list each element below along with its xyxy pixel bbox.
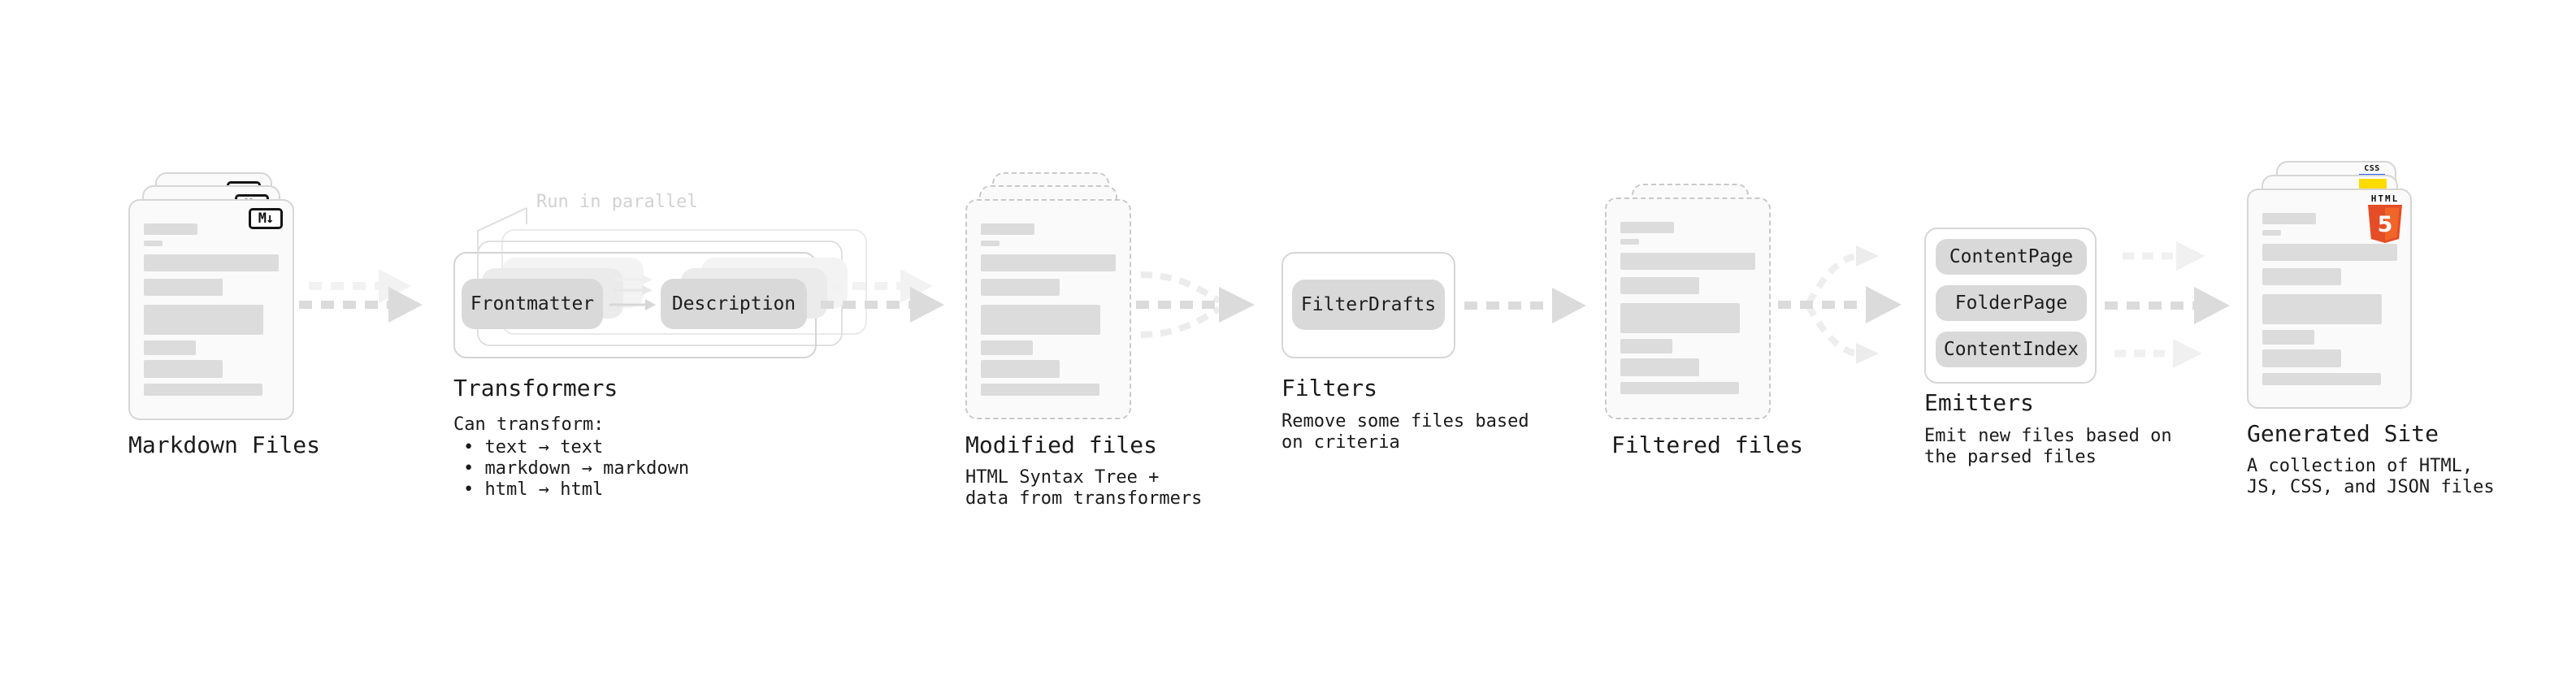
- text-placeholder-bars: [144, 223, 279, 396]
- modified-file-card-front: [965, 199, 1131, 419]
- site-file-card-html: HTML 5: [2247, 189, 2412, 409]
- emitters-label: Emitters: [1924, 389, 2034, 416]
- transformers-label: Transformers: [453, 375, 618, 401]
- contentindex-chip: ContentIndex: [1936, 332, 2087, 367]
- description-chip: Description: [661, 279, 807, 329]
- filtered-file-card-front: [1605, 197, 1771, 419]
- transformers-desc-title: Can transform:: [453, 414, 605, 435]
- markdown-file-card-front: M↓: [128, 199, 294, 420]
- transformers-bullet-list: • text → text • markdown → markdown • ht…: [463, 437, 690, 500]
- contentpage-chip: ContentPage: [1936, 239, 2087, 275]
- arrow-transformers-to-modified: [821, 269, 944, 323]
- markdown-files-label: Markdown Files: [128, 432, 321, 458]
- modified-files-label: Modified files: [965, 432, 1158, 458]
- text-placeholder-bars: [2262, 213, 2397, 385]
- filtered-files-label: Filtered files: [1611, 432, 1804, 458]
- filterdrafts-chip: FilterDrafts: [1292, 280, 1445, 330]
- text-placeholder-bars: [981, 223, 1116, 396]
- arrow-frontmatter-to-description: [609, 275, 656, 310]
- arrow-filters-to-filtered: [1464, 288, 1586, 323]
- svg-text:5: 5: [2378, 212, 2393, 237]
- run-in-parallel-note: Run in parallel: [536, 192, 698, 212]
- arrow-markdown-to-transformers: [299, 269, 423, 323]
- emitters-desc: Emit new files based on the parsed files: [1924, 426, 2172, 467]
- arrow-emitters-to-site: [2105, 241, 2230, 368]
- generated-site-label: Generated Site: [2247, 420, 2439, 447]
- folderpage-chip: FolderPage: [1936, 285, 2087, 321]
- arrow-modified-to-filters: [1136, 271, 1255, 338]
- filters-label: Filters: [1281, 375, 1378, 401]
- text-placeholder-bars: [1620, 222, 1755, 394]
- filters-desc: Remove some files based on criteria: [1281, 411, 1529, 453]
- arrow-filtered-to-emitters: [1778, 245, 1902, 364]
- note-leader-line: [477, 207, 527, 250]
- modified-files-desc: HTML Syntax Tree + data from transformer…: [965, 467, 1203, 509]
- markdown-icon: M↓: [249, 208, 283, 229]
- generated-site-desc: A collection of HTML, JS, CSS, and JSON …: [2247, 456, 2495, 497]
- html5-icon: HTML 5: [2368, 194, 2402, 244]
- frontmatter-chip: Frontmatter: [462, 279, 603, 329]
